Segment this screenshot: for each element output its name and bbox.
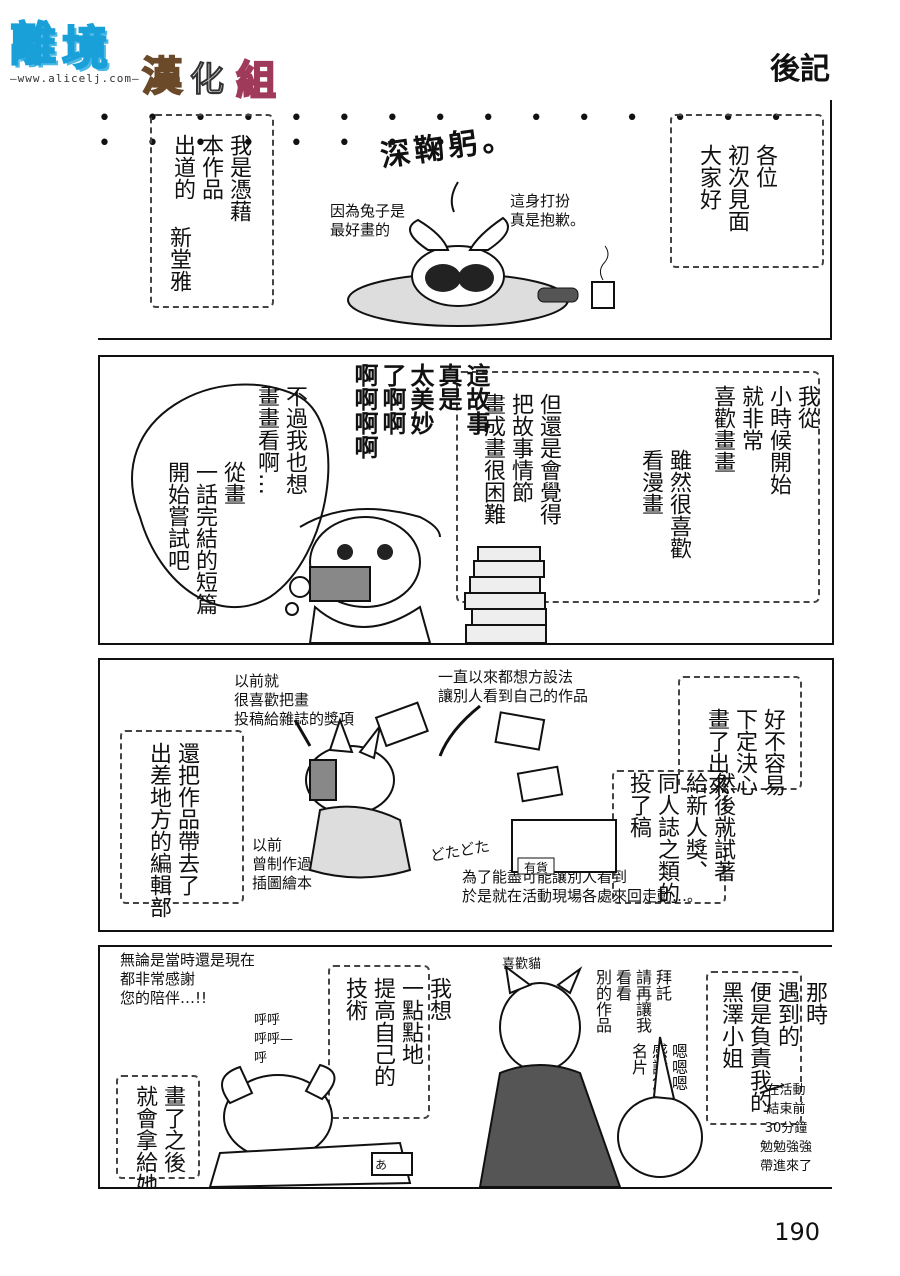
manga-text: 雖然很喜歡 看漫畫 xyxy=(638,449,691,559)
logo-char-4: 化 xyxy=(190,60,225,101)
note-rabbit: 因為兔子是 最好畫的 xyxy=(330,202,406,239)
caption-box-decided xyxy=(678,676,802,790)
caption-box-left xyxy=(150,114,274,308)
caption-box-editor xyxy=(120,730,244,904)
childhood-text: 我從 小時候開始 就非常 喜歡畫畫 xyxy=(710,385,819,495)
caption-box-right xyxy=(670,114,824,268)
caption-box-improve xyxy=(328,965,430,1119)
met-text: 那時 遇到的 便是負責我的 黑澤小姐 xyxy=(718,981,827,1113)
box-label: 有貨 xyxy=(524,861,549,875)
note-bottom-left: 以前 曾制作過 插圖繪本 xyxy=(252,836,313,892)
intro-text: 我是憑藉 本作品 出道的 xyxy=(170,134,251,222)
give-text: 畫了之後 就會拿給她看 xyxy=(132,1085,185,1189)
carrying-rabbit-illustration xyxy=(293,701,617,879)
thanks-text: 無論是當時還是現在 都非常感謝 您的陪伴…!! xyxy=(120,951,256,1007)
panel-3: 好不容易 下定決心 畫了出來 然後就試著 給新人獎、 同人誌之類的 投了稿 還把… xyxy=(98,658,834,932)
panel-4: 無論是當時還是現在 都非常感謝 您的陪伴…!! 我想 一點點地 提高自己的 技術… xyxy=(98,945,832,1189)
difficult-text: 但還是會覺得 把故事情節 畫成畫很困難 xyxy=(480,393,561,525)
bowing-rabbit-illustration xyxy=(347,181,615,327)
thought-text-2: 從畫 一話完結的短篇 開始嘗試吧 xyxy=(164,461,245,615)
panel-1: • • • • • • • • • • • • • • • • • • • • … xyxy=(98,100,832,340)
greeting-text: 各位 初次見面 大家好 xyxy=(696,144,777,232)
page-title: 後記 xyxy=(770,52,830,87)
panel-2: 我從 小時候開始 就非常 喜歡畫畫 雖然很喜歡 看漫畫 但還是會覺得 把故事情節… xyxy=(98,355,834,645)
logo-char-2: 境 xyxy=(61,20,109,76)
thought-text-1: 不過我也想 畫畫看啊… xyxy=(254,385,307,495)
paper-label: あ xyxy=(375,1158,388,1172)
submitted-text: 然後就試著 給新人獎、 同人誌之類的 投了稿 xyxy=(626,772,735,904)
note-top-left: 以前就 很喜歡把畫 投稿給雜誌的獎項 xyxy=(234,672,355,728)
note-top-right: 一直以來都想方設法 讓別人看到自己的作品 xyxy=(438,668,589,705)
puff-sfx: 呼呼 呼呼— 呼 xyxy=(254,1013,294,1066)
note-outfit: 這身打扮 真是抱歉。 xyxy=(510,192,586,229)
editor-text: 還把作品帶去了 出差地方的編輯部 xyxy=(146,742,199,918)
author-name: 新堂雅 xyxy=(166,226,191,292)
logo-char-1: 離 xyxy=(9,16,57,72)
reading-rabbit-illustration xyxy=(131,383,547,643)
logo-char-5: 組 xyxy=(235,57,277,105)
caption-box-give xyxy=(116,1075,200,1179)
caption-box-met xyxy=(706,971,802,1125)
logo-url: —www.alicelj.com— xyxy=(10,72,140,85)
drawing-rabbit-and-editor-illustration xyxy=(208,964,785,1187)
please-look-text: 拜託 請再讓我 看看 別的作品 xyxy=(593,969,672,1033)
exclaim-text: 這故事 真是 太美妙 了啊啊 啊啊啊啊 xyxy=(350,363,490,459)
decided-text: 好不容易 下定決心 畫了出來 xyxy=(704,708,785,796)
logo-char-3: 漢 xyxy=(141,53,183,101)
thirty-min-note: 在活動 結束前 30分鐘 勉勉強強 帶進來了 xyxy=(760,1083,813,1174)
page-number: 190 xyxy=(774,1218,820,1246)
scanlation-logo: 離 境 漢 化 組 —www.alicelj.com— xyxy=(9,8,310,108)
caption-box xyxy=(456,371,820,603)
likes-cats-note: 喜歡貓 xyxy=(502,957,542,972)
improve-text: 我想 一點點地 提高自己的 技術 xyxy=(342,977,451,1087)
